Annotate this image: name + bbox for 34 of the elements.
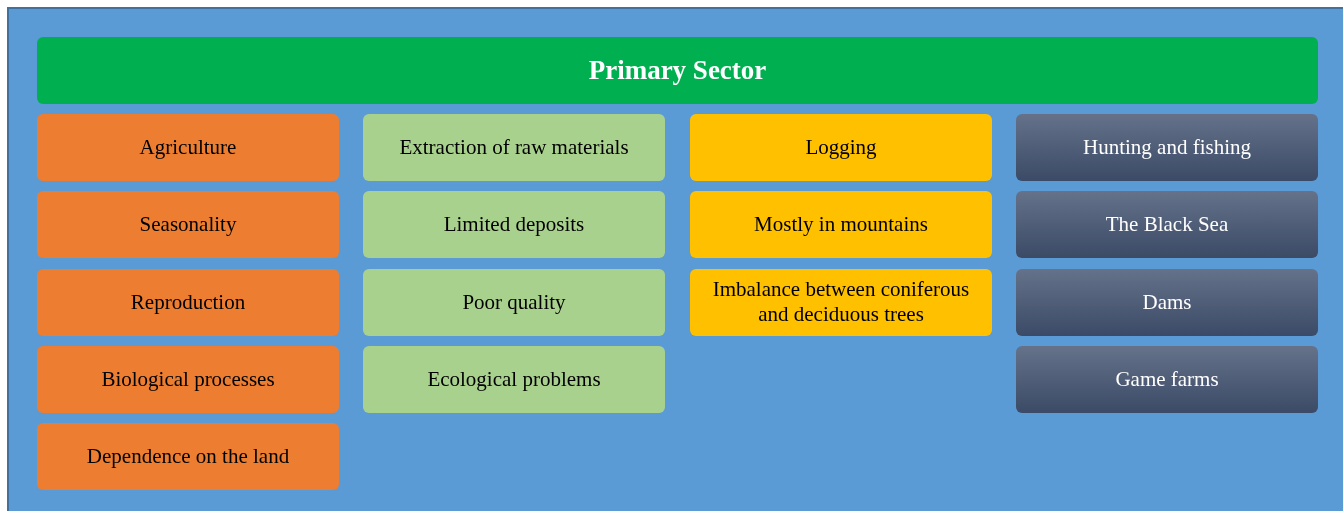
box-label: Dams — [1142, 289, 1192, 315]
box-label: Game farms — [1115, 366, 1219, 392]
category-box — [363, 268, 665, 336]
category-box — [1016, 345, 1318, 413]
category-box — [363, 114, 665, 181]
box-label: Extraction of raw materials — [399, 135, 629, 160]
category-box — [363, 345, 665, 413]
box-label: The Black Sea — [1105, 212, 1229, 238]
category-box — [690, 268, 992, 336]
box-label: Dependence on the land — [86, 444, 290, 470]
category-box — [37, 191, 339, 259]
header-box — [37, 37, 1318, 104]
category-box — [37, 114, 339, 181]
category-box — [1016, 268, 1318, 336]
category-box — [363, 191, 665, 259]
box-label: Reproduction — [130, 289, 246, 315]
category-box — [37, 345, 339, 413]
box-label: Poor quality — [462, 289, 566, 315]
box-label: Biological processes — [101, 366, 275, 392]
box-label: Hunting and fishing — [1083, 135, 1251, 160]
category-box — [1016, 114, 1318, 181]
category-box — [690, 114, 992, 181]
category-box — [37, 423, 339, 491]
header-text: Primary Sector — [588, 54, 767, 88]
box-label: Imbalance between coniferous and deciduous trees — [711, 277, 971, 328]
category-box — [37, 268, 339, 336]
box-label: Mostly in mountains — [754, 212, 928, 238]
category-box — [690, 191, 992, 259]
box-label: Seasonality — [139, 212, 237, 238]
box-label: Agriculture — [139, 135, 237, 160]
box-label: Ecological problems — [427, 366, 601, 392]
category-box — [1016, 191, 1318, 259]
box-label: Limited deposits — [443, 212, 585, 238]
box-label: Logging — [805, 135, 877, 160]
